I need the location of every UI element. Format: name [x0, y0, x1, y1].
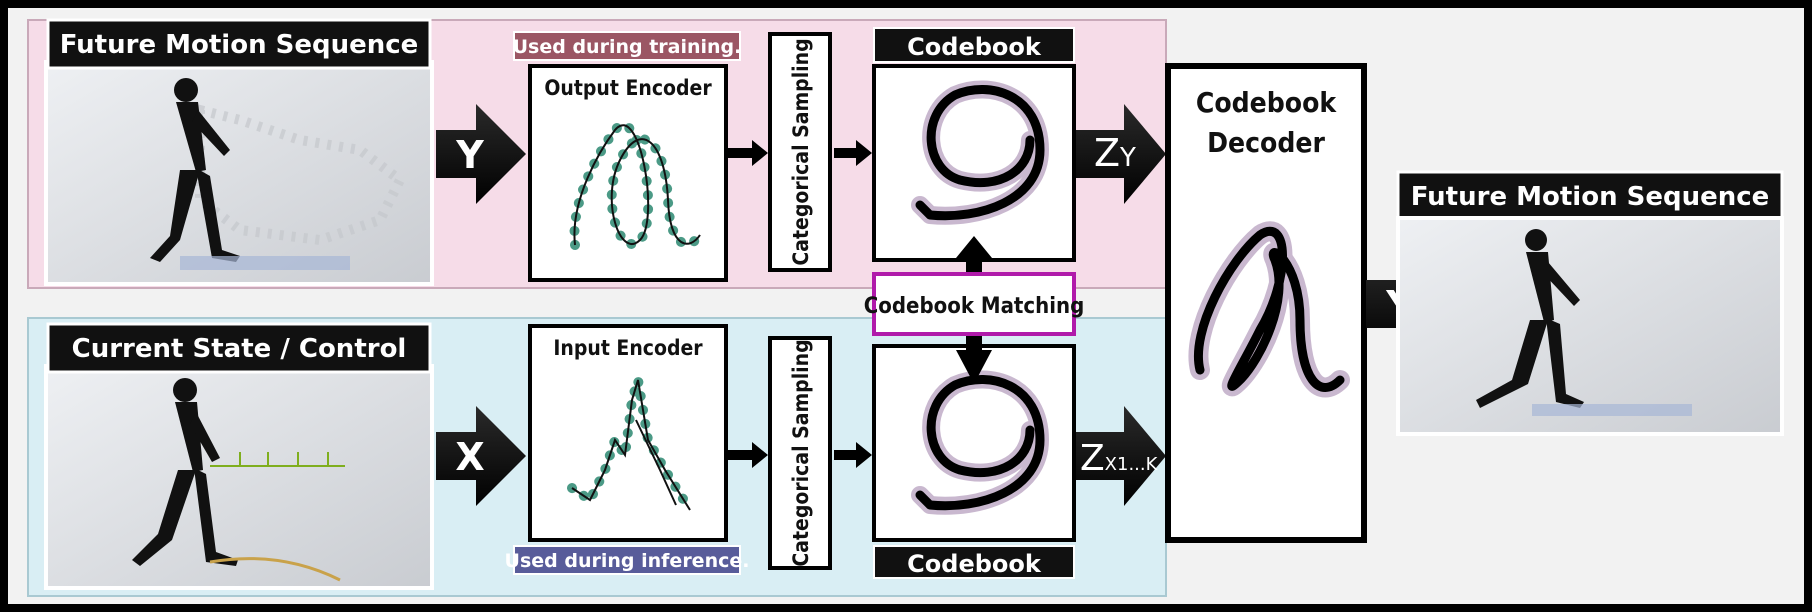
inference-tag-box	[513, 545, 741, 575]
codebook-title-box-bottom	[873, 545, 1075, 579]
walking-figure-icon	[1476, 229, 1584, 408]
walking-figure-icon	[150, 78, 240, 262]
arrow-up-icon	[956, 236, 992, 272]
output-motion-image	[1396, 216, 1784, 436]
trajectory-line	[209, 557, 341, 582]
output-encoder-title: Output Encoder	[544, 76, 712, 100]
codebook-title-top: Codebook	[907, 33, 1042, 61]
arrow-right-icon	[1076, 104, 1166, 204]
sampling-label-bottom: Categorical Sampling	[789, 339, 813, 566]
future-motion-title-box	[46, 18, 432, 70]
decoder-title-line1: Codebook	[1196, 86, 1338, 119]
codebook-top-curve	[915, 85, 1045, 221]
training-tag-box	[513, 31, 741, 61]
codebook-title-box-top	[873, 27, 1075, 63]
decoder-curve	[1194, 226, 1345, 392]
output-title: Future Motion Sequence	[1411, 182, 1770, 212]
arrow-right-icon: X	[436, 406, 526, 506]
motion-trail	[195, 103, 407, 246]
arrow-down-icon	[956, 334, 992, 384]
output-latent-line	[573, 124, 701, 246]
categorical-sampling-top	[768, 32, 832, 272]
current-state-title: Current State / Control	[72, 334, 407, 364]
arrow-right-icon	[1076, 406, 1166, 506]
control-markers	[210, 452, 345, 467]
arrow-label-y-in: Y	[455, 133, 484, 177]
future-motion-image	[44, 60, 434, 286]
codebook-matching-box	[872, 272, 1076, 336]
current-state-image	[44, 364, 434, 590]
codebook-bottom-curve	[915, 375, 1045, 511]
training-tag: Used during training.	[513, 36, 742, 58]
walking-figure-icon	[132, 378, 238, 566]
decoder-title-line2: Decoder	[1207, 126, 1325, 159]
inference-tag: Used during inference.	[505, 550, 750, 572]
codebook-title-bottom: Codebook	[907, 550, 1042, 578]
input-encoder-title: Input Encoder	[553, 336, 703, 360]
arrow-right-icon	[728, 140, 872, 468]
categorical-sampling-bottom	[768, 336, 832, 570]
codebook-matching-label: Codebook Matching	[864, 294, 1085, 319]
current-state-title-box	[46, 322, 432, 374]
arrow-label-x-in: X	[455, 435, 484, 479]
input-latent-line	[571, 379, 691, 511]
arrow-right-icon: Y	[436, 104, 526, 204]
future-motion-title: Future Motion Sequence	[60, 30, 419, 60]
sampling-label-top: Categorical Sampling	[789, 38, 813, 265]
z-x-label: ZX1...K	[1080, 438, 1159, 479]
z-y-label: ZY	[1094, 131, 1136, 175]
output-title-box	[1396, 170, 1784, 222]
